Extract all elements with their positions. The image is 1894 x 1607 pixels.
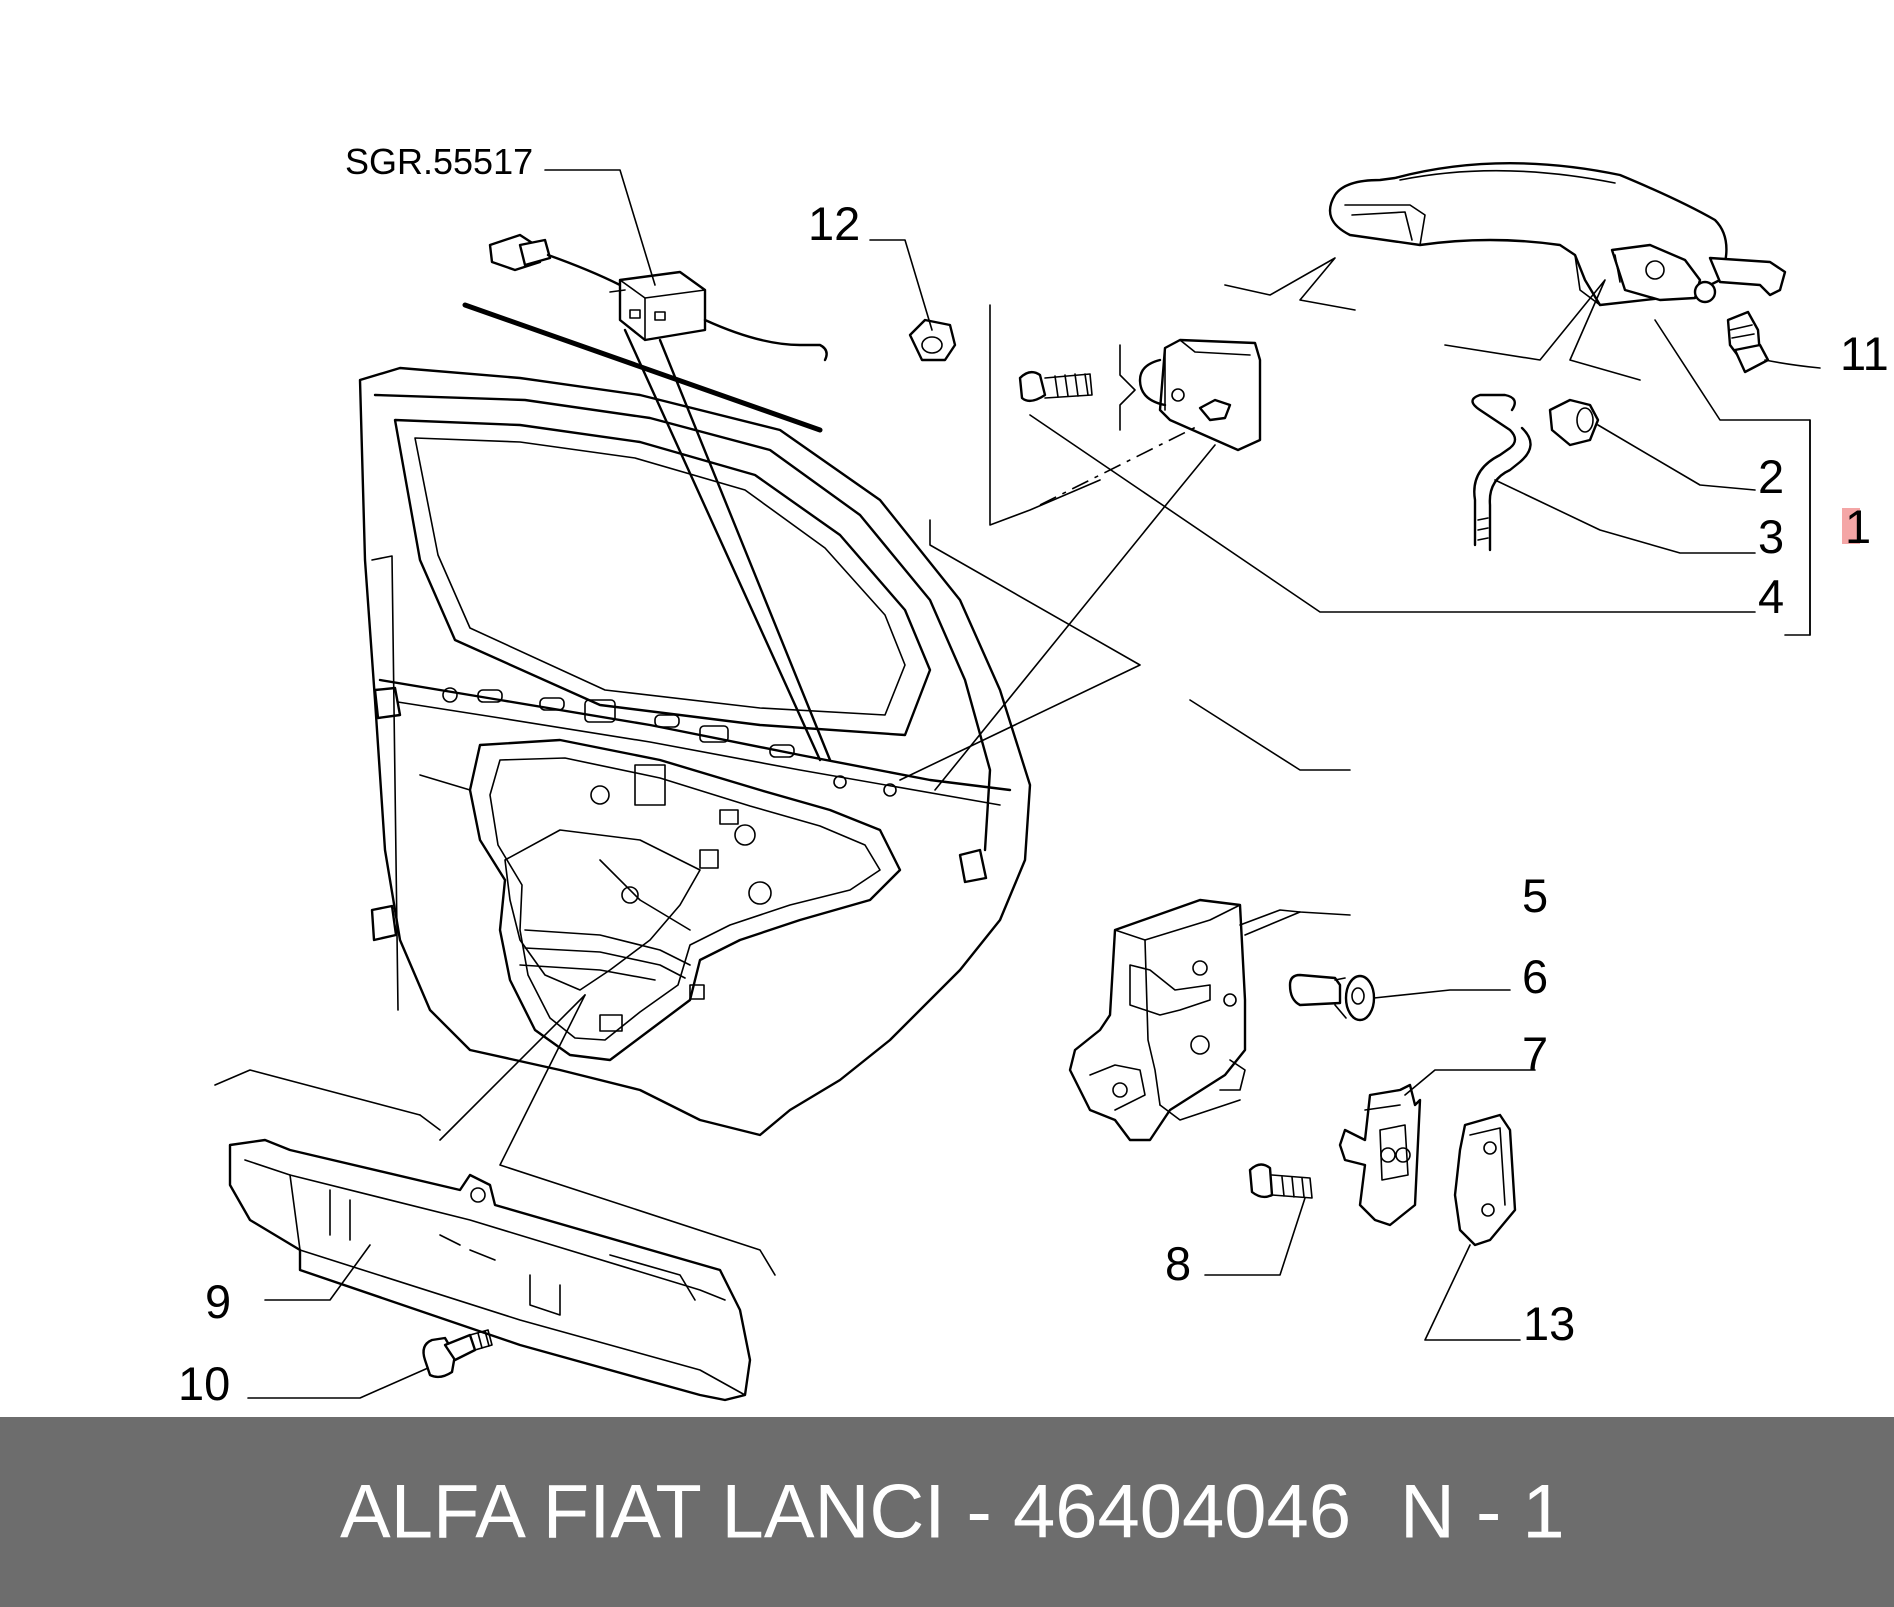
callout-10: 10 — [178, 1357, 230, 1410]
callout-5: 5 — [1522, 869, 1548, 922]
parts-diagram: SGR.55517 12 11 1 2 3 4 5 6 7 8 13 9 10 — [178, 141, 1889, 1410]
callout-8: 8 — [1165, 1237, 1191, 1290]
door-handle-assembly — [1224, 162, 1811, 636]
part-12-nut — [869, 239, 957, 362]
callout-13: 13 — [1523, 1297, 1575, 1350]
footer-page-indicator: N - 1 — [1400, 1469, 1565, 1555]
callout-9: 9 — [205, 1275, 231, 1328]
callout-2: 2 — [1758, 450, 1784, 503]
callout-4: 4 — [1758, 570, 1784, 623]
part-6-screw — [1288, 973, 1511, 1022]
callout-sgr-55517: SGR.55517 — [345, 141, 533, 182]
callout-11: 11 — [1840, 327, 1889, 380]
callout-6: 6 — [1522, 950, 1548, 1003]
callout-12: 12 — [808, 197, 860, 250]
part-13-shim — [1424, 1113, 1521, 1341]
callout-1: 1 — [1845, 500, 1871, 553]
footer-part-number: ALFA FIAT LANCI - 46404046 — [340, 1469, 1352, 1555]
glass-run — [462, 302, 832, 762]
callout-1-highlight — [1842, 508, 1860, 544]
part-9-guide-channel — [214, 994, 776, 1402]
bracket-with-screw — [899, 304, 1756, 791]
part-2-bushing — [1548, 398, 1756, 491]
callout-3: 3 — [1758, 510, 1784, 563]
actuator-cable — [488, 169, 828, 362]
part-11-bolt — [1726, 310, 1821, 374]
door-panel — [358, 366, 1032, 1137]
part-5-door-lock — [1068, 898, 1351, 1142]
part-8-screw — [1204, 1163, 1313, 1276]
part-10-bolt — [247, 1329, 493, 1399]
callout-7: 7 — [1522, 1027, 1548, 1080]
part-3-rod — [1471, 393, 1756, 554]
footer-bar: ALFA FIAT LANCI - 46404046 N - 1 — [0, 1417, 1894, 1607]
part-7-striker-plate — [1338, 1069, 1536, 1227]
